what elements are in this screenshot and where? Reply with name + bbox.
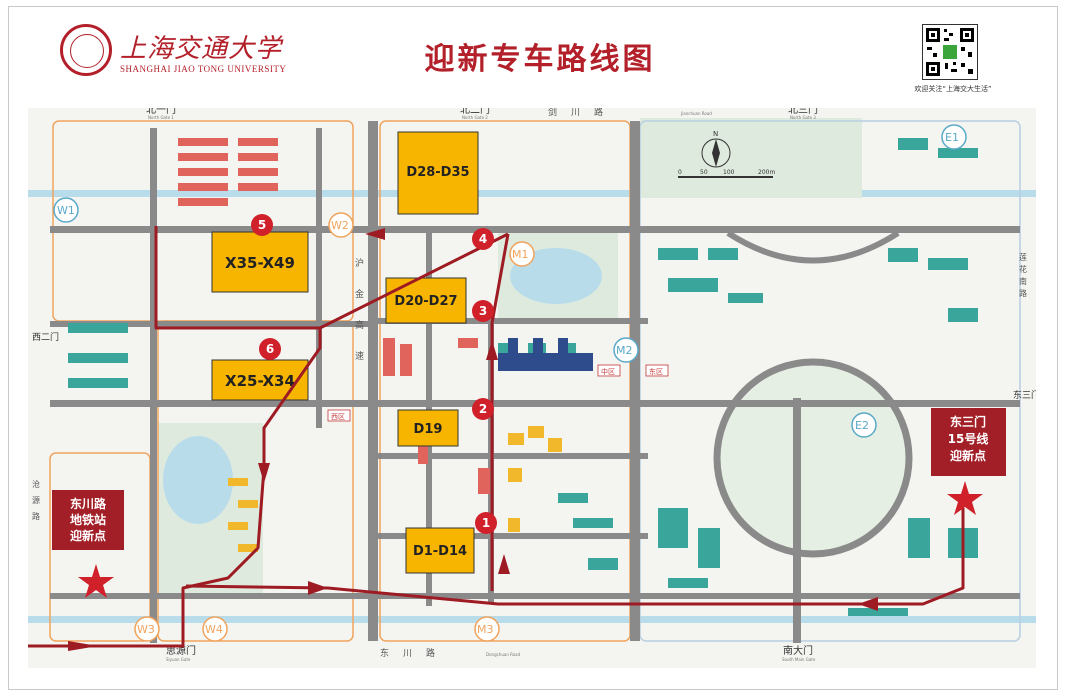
logo-chinese-name: 上海交通大学: [120, 34, 283, 64]
yellow-buildings: [228, 426, 562, 552]
tag-dongqu-box: [645, 364, 669, 377]
east-pickup-star-icon: [947, 481, 983, 515]
dorm-blocks: [211, 131, 479, 574]
west-pickup-line3: 迎新点: [70, 528, 106, 543]
compass-north-label: N: [713, 130, 718, 138]
gate-north1: 北一门: [146, 108, 176, 116]
west-pickup-line1: 东川路: [70, 496, 107, 511]
east-pickup-box: [931, 408, 1006, 476]
west-pickup-star-icon: [78, 564, 114, 598]
gate-north3-en: North Gate 3: [790, 115, 816, 120]
dorm-d19: D19: [414, 422, 443, 437]
route-arrows: [68, 228, 878, 651]
west-lake: [163, 436, 233, 524]
gate-west2: 西二门: [32, 331, 59, 343]
lake: [510, 248, 602, 304]
east-pickup-line1: 东三门: [950, 414, 986, 429]
gate-siyuan-en: Siyuan Gate: [166, 657, 191, 662]
road-jianchuan-en: Jianchuan Road: [680, 111, 712, 116]
dorm-d20: D20-D27: [394, 294, 457, 309]
dorm-d28: D28-D35: [406, 165, 469, 180]
scale-0: 0: [678, 169, 682, 176]
road-dongchuan-en: Dongchuan Road: [486, 652, 521, 657]
east-pickup-line2: 15号线: [948, 431, 989, 446]
logo-english-name: SHANGHAI JIAO TONG UNIVERSITY: [120, 64, 287, 74]
ring-road: [713, 358, 913, 558]
west-pickup-line2: 地铁站: [70, 512, 106, 527]
gate-north2-en: North Gate 2: [462, 115, 488, 120]
stop-1: 1: [482, 516, 490, 530]
tag-dongqu: 东区: [649, 367, 663, 376]
gate-east3: 东三门: [1013, 389, 1036, 401]
stop-6: 6: [266, 342, 274, 356]
zone-m2: M2: [616, 344, 633, 357]
tag-xiqu: 西区: [331, 413, 345, 421]
navy-buildings: [498, 338, 593, 371]
canal-south: [28, 616, 1036, 623]
stop-2: 2: [479, 402, 487, 416]
tag-zhongqu: 中区: [601, 367, 615, 376]
east-green-area: [640, 118, 862, 198]
route-stop-markers: [251, 214, 497, 534]
zone-m1: M1: [512, 248, 529, 261]
poster-frame: [8, 6, 1058, 690]
qr-caption: 欢迎关注“上海交大生活”: [914, 85, 992, 93]
campus-map: N 0 50 100 200m 北一门 North Gate 1 北二门 Nor…: [28, 108, 1036, 668]
gate-south: 南大门: [783, 644, 813, 657]
dorm-d1: D1-D14: [413, 544, 467, 559]
zone-m3: M3: [477, 623, 494, 636]
road-jianchuan: 剑川路: [548, 108, 617, 118]
road-lianhuananlu: 莲花南路: [1019, 252, 1028, 301]
road-dongchuan: 东川路: [380, 647, 449, 659]
zone-e1: E1: [945, 131, 959, 144]
central-lawn: [718, 363, 908, 553]
zone-w1: W1: [57, 204, 75, 217]
zone-w4: W4: [205, 623, 223, 636]
page-title: 迎新专车路线图: [424, 42, 656, 77]
dorm-x25: X25-X34: [225, 372, 295, 390]
gate-north1-en: North Gate 1: [148, 115, 174, 120]
scale-200: 200m: [758, 169, 775, 176]
scale-100: 100: [723, 169, 735, 176]
zone-w2: W2: [331, 219, 349, 232]
zone-w3: W3: [137, 623, 155, 636]
stop-5: 5: [258, 218, 266, 232]
dorm-x35: X35-X49: [225, 254, 295, 272]
gate-south-en: South Main Gate: [782, 657, 816, 662]
east-arc-road: [726, 230, 900, 264]
university-seal-icon: [60, 24, 112, 76]
road-hujingao: 沪金高速: [353, 257, 364, 382]
scale-50: 50: [700, 169, 708, 176]
qr-code-icon: [922, 24, 978, 80]
tag-zhongqu-box: [597, 364, 621, 377]
stop-4: 4: [479, 232, 487, 246]
gate-north3: 北三门: [788, 108, 818, 116]
zone-badges: [53, 124, 967, 642]
compass-rose-icon: [701, 138, 731, 168]
canal-north: [28, 190, 1036, 197]
east-pickup-line3: 迎新点: [950, 448, 986, 463]
gate-north2: 北二门: [460, 108, 490, 116]
residential-buildings: [178, 138, 490, 494]
stop-3: 3: [479, 304, 487, 318]
tag-xiqu-box: [327, 409, 351, 422]
zone-e2: E2: [855, 419, 869, 432]
scale-bar: [678, 176, 773, 178]
road-cangyuanlu: 沧源路: [32, 479, 41, 528]
west-pickup-box: [52, 490, 124, 550]
